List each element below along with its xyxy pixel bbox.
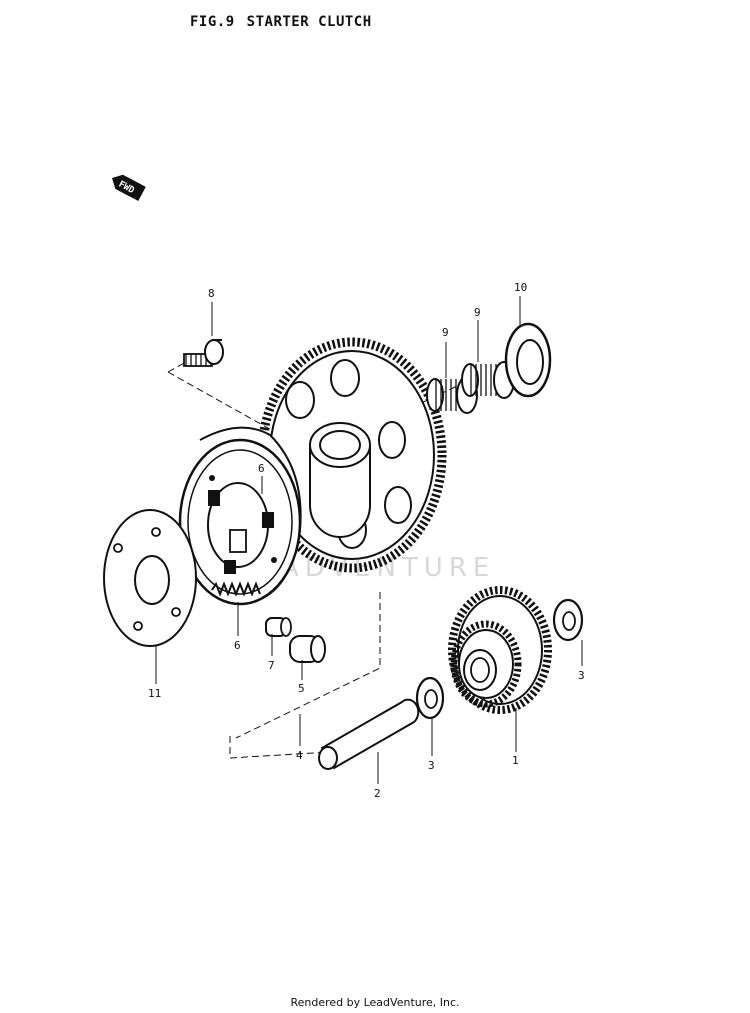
part-label-3b: 3 [578,669,585,682]
part-label-7: 7 [268,659,275,672]
cover-plate [103,509,197,647]
part-label-6b: 6 [234,639,241,652]
starter-driven-gear [257,337,447,573]
leader-lines [155,296,583,784]
idle-gear-shaft [318,698,420,770]
part-label-1: 1 [512,754,519,767]
figure-title: FIG.9 STARTER CLUTCH [190,14,384,30]
part-label-9b: 9 [474,306,481,319]
washer [415,676,445,720]
footer-credit: Rendered by LeadVenture, Inc. [290,996,460,1009]
part-label-2: 2 [374,787,381,800]
needle-bearing [461,361,515,399]
part-label-10: 10 [514,281,527,294]
one-way-clutch-body [178,426,302,606]
figure-number: FIG.9 [190,14,235,30]
fwd-arrow-icon: FWD [112,174,146,202]
plunger [265,617,292,637]
spring [211,581,261,597]
part-label-11: 11 [148,687,161,700]
part-label-8: 8 [208,287,215,300]
part-label-3a: 3 [428,759,435,772]
starter-idle-gear [448,586,552,714]
part-label-6a: 6 [258,462,265,475]
part-label-4: 4 [296,749,303,762]
washer [552,598,584,642]
part-label-9a: 9 [442,326,449,339]
washer [504,322,552,398]
bolt [183,339,224,367]
figure-name: STARTER CLUTCH [246,14,372,30]
roller [289,635,326,663]
part-label-5: 5 [298,682,305,695]
